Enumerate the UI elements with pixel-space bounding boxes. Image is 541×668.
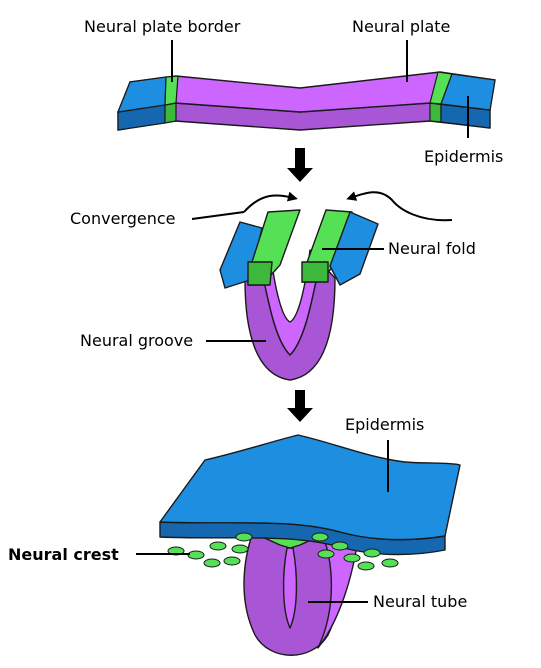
label-neural-plate: Neural plate: [352, 17, 450, 36]
crest-cell: [231, 544, 249, 554]
right-fold-crest-shadow: [301, 261, 329, 283]
leader-convergence: [191, 211, 245, 220]
plate-front-border-right: [429, 102, 442, 123]
crest-cell: [343, 553, 361, 563]
crest-cell: [357, 561, 375, 571]
epidermis-sheet-top: [159, 434, 461, 541]
crest-cell: [317, 549, 335, 559]
crest-cell: [381, 558, 399, 568]
convergence-arrow-left: [243, 191, 298, 213]
label-convergence: Convergence: [70, 209, 176, 228]
crest-cell: [187, 550, 205, 560]
label-neural-tube: Neural tube: [373, 592, 467, 611]
down-arrow-icon: [287, 390, 313, 422]
crest-cell: [363, 548, 381, 558]
label-neural-crest: Neural crest: [8, 545, 119, 564]
label-neural-plate-border: Neural plate border: [84, 17, 241, 36]
stage-2-neural-groove: Convergence Neural fold Neural groove: [70, 191, 476, 381]
convergence-arrow-right: [346, 191, 453, 222]
plate-front-border-left: [164, 102, 177, 124]
label-epidermis-bottom: Epidermis: [345, 415, 424, 434]
crest-cell: [209, 541, 227, 551]
label-neural-groove: Neural groove: [80, 331, 193, 350]
neural-tube-lumen: [282, 547, 298, 629]
plate-top-epidermis-right: [440, 73, 496, 111]
label-epidermis-top: Epidermis: [424, 147, 503, 166]
label-neural-fold: Neural fold: [388, 239, 476, 258]
plate-top-border-left: [164, 75, 179, 106]
crest-cell: [223, 556, 241, 566]
crest-cell: [203, 558, 221, 568]
crest-cell: [311, 532, 329, 542]
crest-cell: [235, 532, 253, 542]
neural-crest-cells: [167, 532, 399, 571]
stage-3-neural-tube: Epidermis Neural crest Neural tube: [8, 415, 467, 656]
left-fold-crest-shadow: [247, 261, 273, 286]
crest-cell: [331, 541, 349, 551]
down-arrow-icon: [287, 148, 313, 182]
stage-1-neural-plate: Neural plate border Neural plate Epiderm…: [84, 17, 503, 166]
